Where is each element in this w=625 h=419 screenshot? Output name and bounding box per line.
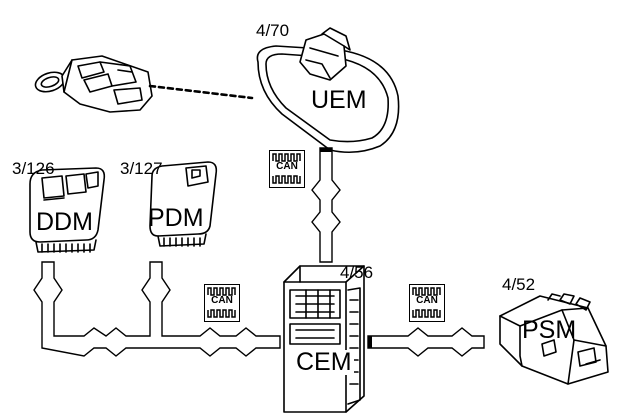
- can-bus-icon: CAN: [269, 150, 305, 188]
- can-label: CAN: [276, 161, 298, 172]
- uem-code: 4/70: [256, 21, 290, 40]
- cem-label: CEM: [294, 348, 354, 376]
- key-fob-icon: [34, 55, 153, 113]
- can-label: CAN: [211, 295, 233, 306]
- wireless-link: [148, 84, 254, 100]
- rearview-mirror-icon: [256, 27, 400, 154]
- uem-cem-bus: [311, 147, 341, 263]
- window-switch-icon: [149, 161, 218, 247]
- can-label: CAN: [416, 295, 438, 306]
- seat-module-icon: [499, 293, 609, 385]
- bus-connections: [33, 147, 485, 357]
- control-unit-icon: [283, 265, 365, 413]
- window-switch-icon: [29, 167, 106, 253]
- psm-label: PSM: [522, 316, 577, 344]
- ddm-pdm-cem-bus: [33, 261, 281, 357]
- cem-psm-bus: [367, 327, 485, 357]
- ddm-code: 3/126: [12, 159, 55, 178]
- can-bus-icon: CAN: [204, 284, 240, 322]
- uem-label: UEM: [311, 86, 367, 114]
- pdm-label: PDM: [148, 204, 204, 232]
- psm-code: 4/52: [502, 275, 536, 294]
- cem-code: 4/56: [340, 263, 374, 282]
- pdm-code: 3/127: [120, 159, 163, 178]
- ddm-label: DDM: [36, 208, 93, 236]
- can-bus-icon: CAN: [409, 284, 445, 322]
